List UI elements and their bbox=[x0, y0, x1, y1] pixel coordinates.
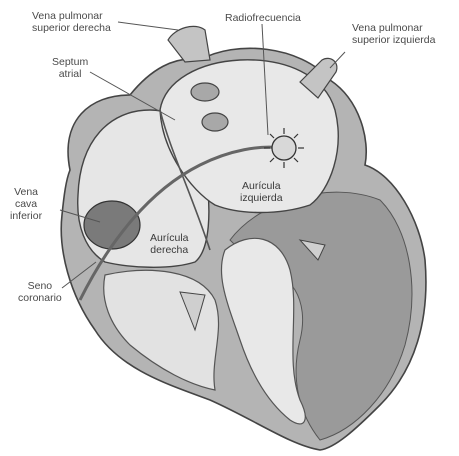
label-inferior-vena-cava: Vena cava inferior bbox=[10, 186, 42, 222]
label-atrial-septum: Septum atrial bbox=[52, 56, 88, 80]
ivc-opening bbox=[84, 201, 140, 249]
pv-ostium-lower bbox=[202, 113, 228, 131]
label-right-atrium: Aurícula derecha bbox=[150, 232, 189, 256]
label-left-superior-pulmonary-vein: Vena pulmonar superior izquierda bbox=[352, 22, 435, 46]
right-superior-pv bbox=[168, 26, 210, 62]
label-radiofrequency: Radiofrecuencia bbox=[225, 12, 301, 24]
pv-ostium-upper bbox=[191, 83, 219, 101]
label-left-atrium: Aurícula izquierda bbox=[240, 180, 283, 204]
ablation-tip bbox=[272, 136, 296, 160]
label-coronary-sinus: Seno coronario bbox=[18, 280, 62, 304]
label-right-superior-pulmonary-vein: Vena pulmonar superior derecha bbox=[32, 10, 111, 34]
